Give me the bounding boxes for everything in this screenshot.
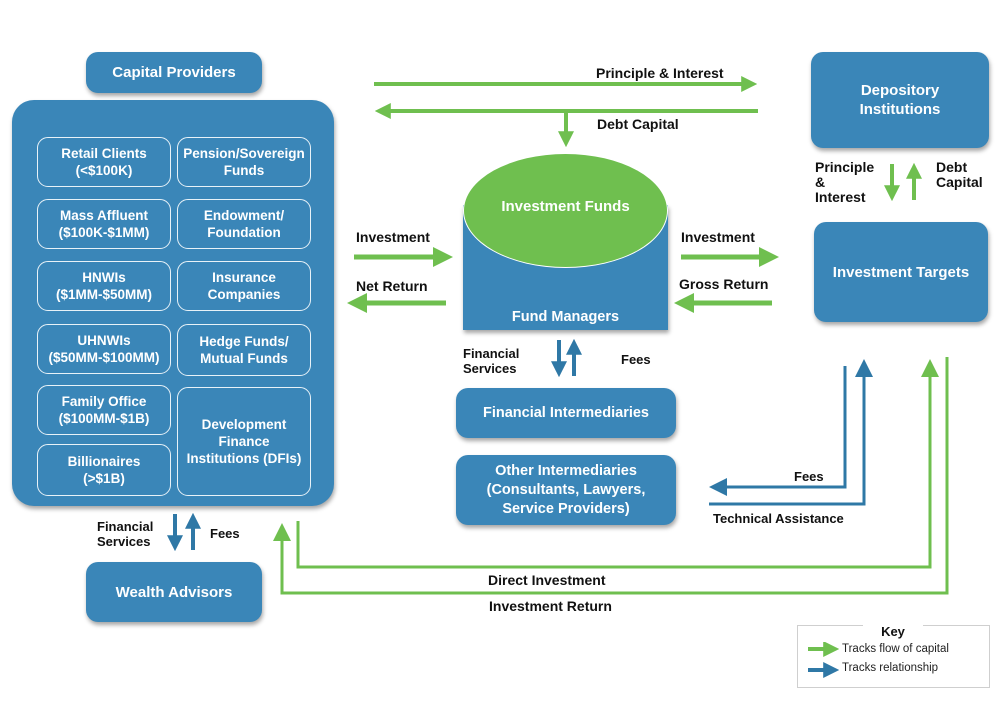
wealth-advisors-label: Wealth Advisors — [115, 583, 233, 601]
provider-hnwis[interactable]: HNWIs ($1MM-$50MM) — [37, 261, 171, 311]
label-gross-return: Gross Return — [679, 276, 769, 292]
label-debt-capital-top: Debt Capital — [597, 116, 679, 132]
label-investment-out: Investment — [681, 229, 755, 245]
provider-retail-clients[interactable]: Retail Clients (<$100K) — [37, 137, 171, 187]
provider-endowment-foundation[interactable]: Endowment/ Foundation — [177, 199, 311, 249]
other-intermediaries-box[interactable]: Other Intermediaries (Consultants, Lawye… — [456, 455, 676, 525]
capital-providers-panel — [12, 100, 334, 506]
investment-funds-label: Investment Funds — [501, 198, 630, 215]
label-principle-interest-top: Principle & Interest — [596, 65, 724, 81]
arrow-direct-investment — [296, 359, 939, 569]
label-fm-fees: Fees — [621, 352, 651, 367]
label-net-return: Net Return — [356, 278, 428, 294]
provider-dfis[interactable]: Development Finance Institutions (DFIs) — [177, 387, 311, 496]
provider-uhnwis[interactable]: UHNWIs ($50MM-$100MM) — [37, 324, 171, 374]
label-technical-assistance: Technical Assistance — [713, 511, 844, 526]
provider-insurance[interactable]: Insurance Companies — [177, 261, 311, 311]
fund-managers-label: Fund Managers — [511, 309, 620, 325]
provider-pension-sovereign[interactable]: Pension/Sovereign Funds — [177, 137, 311, 187]
label-investment-return: Investment Return — [489, 598, 612, 614]
label-wa-financial-services: Financial Services — [97, 519, 154, 549]
legend: Key Tracks flow of capital Tracks relati… — [797, 624, 990, 688]
label-debt-capital-right: Debt Capital — [936, 159, 983, 190]
provider-family-office[interactable]: Family Office ($100MM-$1B) — [37, 385, 171, 435]
label-principle-interest-right: Principle & Interest — [815, 159, 875, 205]
arrow-investment-return — [273, 357, 949, 595]
legend-title: Key — [863, 624, 923, 639]
label-oi-fees: Fees — [794, 469, 824, 484]
financial-intermediaries-label: Financial Intermediaries — [482, 404, 649, 421]
depository-institutions-label: Depository Institutions — [859, 82, 941, 118]
financial-intermediaries-box[interactable]: Financial Intermediaries — [456, 388, 676, 438]
provider-hedge-mutual-funds[interactable]: Hedge Funds/ Mutual Funds — [177, 324, 311, 376]
label-direct-investment: Direct Investment — [488, 572, 606, 588]
depository-institutions-box[interactable]: Depository Institutions — [811, 52, 989, 148]
capital-providers-title[interactable]: Capital Providers — [86, 52, 262, 93]
label-investment-in: Investment — [356, 229, 430, 245]
provider-mass-affluent[interactable]: Mass Affluent ($100K-$1MM) — [37, 199, 171, 249]
provider-billionaires[interactable]: Billionaires (>$1B) — [37, 444, 171, 496]
label-wa-fees: Fees — [210, 526, 240, 541]
label-fm-financial-services: Financial Services — [463, 346, 520, 376]
arrow-technical-assistance — [709, 359, 873, 506]
legend-swatches — [808, 642, 840, 678]
capital-providers-label: Capital Providers — [112, 64, 236, 81]
legend-item-capital: Tracks flow of capital — [842, 643, 949, 655]
investment-targets-label: Investment Targets — [832, 263, 970, 281]
wealth-advisors-box[interactable]: Wealth Advisors — [86, 562, 262, 622]
legend-item-relationship: Tracks relationship — [842, 662, 939, 674]
investment-funds-ellipse[interactable]: Investment Funds — [463, 153, 668, 268]
other-intermediaries-label: Other Intermediaries (Consultants, Lawye… — [486, 462, 646, 517]
arrow-oi-fees — [709, 366, 847, 496]
investment-targets-box[interactable]: Investment Targets — [814, 222, 988, 322]
